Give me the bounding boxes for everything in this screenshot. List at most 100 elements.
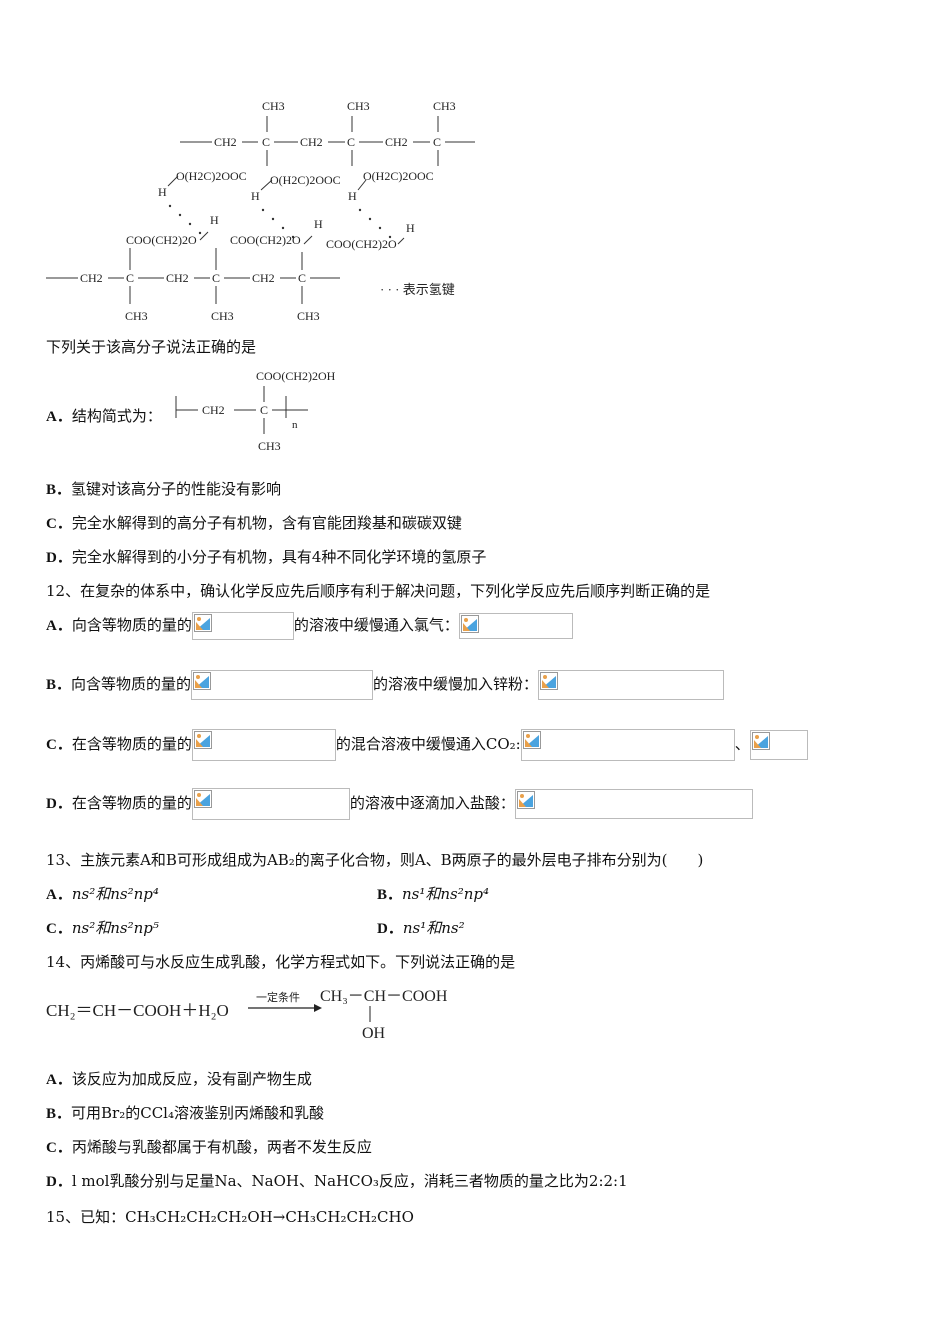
bottom-chain-ch2-3: CH2: [252, 271, 275, 285]
bottom-chain-c-1: C: [126, 271, 134, 285]
q12-stem: 12、在复杂的体系中，确认化学反应先后顺序有利于解决问题，下列化学反应先后顺序判…: [46, 582, 711, 600]
q13-stem: 13、主族元素A和B可形成组成为AB₂的离子化合物，则A、B两原子的最外层电子排…: [46, 851, 704, 869]
bottom-chain-c-2: C: [212, 271, 220, 285]
bottom-ester-1: COO(CH2)2O: [126, 233, 197, 247]
top-chain-ch2-3: CH2: [385, 135, 408, 149]
bottom-ester-2: COO(CH2)2O: [230, 233, 301, 247]
bottom-chain-c-3: C: [298, 271, 306, 285]
h-atom-2: H: [251, 189, 260, 203]
q11-option-b-text: 氢键对该高分子的性能没有影响: [71, 480, 282, 498]
broken-image-icon: [191, 612, 294, 640]
q11-option-d-label: D．: [46, 550, 72, 566]
q13-option-d: D．ns¹和ns²: [377, 917, 465, 938]
broken-image-icon: [191, 788, 350, 820]
top-chain-c-2: C: [347, 135, 355, 149]
top-ester-1: O(H2C)2OOC: [176, 169, 247, 183]
q11-repeat-unit-formula: COO(CH2)2OH CH2 C n CH3: [175, 369, 336, 453]
broken-image-icon: [191, 670, 374, 700]
q11-option-d: D．完全水解得到的小分子有机物，具有4种不同化学环境的氢原子: [46, 546, 486, 567]
q12-option-c-label: C．: [46, 737, 72, 753]
q14-option-d-text: l mol乳酸分别与足量Na、NaOH、NaHCO₃反应，消耗三者物质的量之比为…: [71, 1172, 628, 1190]
top-ester-3: O(H2C)2OOC: [363, 169, 434, 183]
top-chain-c-3: C: [433, 135, 441, 149]
q13-option-d-label: D．: [377, 921, 403, 937]
equation-condition: 一定条件: [256, 990, 300, 1004]
q12-option-b-label: B．: [46, 677, 72, 693]
q11-option-a-text: 结构简式为：: [71, 407, 162, 425]
top-ester-2: O(H2C)2OOC: [270, 173, 341, 187]
q13-option-c-label: C．: [46, 921, 72, 937]
q14-option-c-text: 丙烯酸与乳酸都属于有机酸，两者不发生反应: [71, 1138, 372, 1156]
q12-option-d-mid: 的溶液中逐滴加入盐酸：: [349, 794, 515, 812]
bottom-ch3-3: CH3: [297, 309, 320, 323]
q12-option-c-pre: 在含等物质的量的: [71, 735, 192, 753]
q14-option-a-label: A．: [46, 1072, 72, 1088]
q14-option-c: C．丙烯酸与乳酸都属于有机酸，两者不发生反应: [46, 1136, 372, 1157]
q13-option-c-text: ns²和ns²np⁵: [71, 919, 159, 937]
q11-option-a: A．结构简式为：: [46, 405, 162, 426]
q12-option-c: C．在含等物质的量的 的混合溶液中缓慢通入CO₂: 、: [46, 729, 808, 761]
q13-option-b: B．ns¹和ns²np⁴: [377, 883, 489, 904]
q13-option-a-label: A．: [46, 887, 72, 903]
q12-option-a-mid: 的溶液中缓慢通入氯气：: [293, 616, 459, 634]
broken-image-icon: [458, 613, 573, 639]
q13-option-b-label: B．: [377, 887, 403, 903]
top-ch3-2: CH3: [347, 99, 370, 113]
bottom-ch3-2: CH3: [211, 309, 234, 323]
q12-option-b: B．向含等物质的量的 的溶液中缓慢加入锌粉：: [46, 670, 725, 700]
q12-option-a: A．向含等物质的量的 的溶液中缓慢通入氯气：: [46, 612, 573, 640]
top-chain-ch2-1: CH2: [214, 135, 237, 149]
q11-option-c-label: C．: [46, 516, 72, 532]
polymer-hydrogen-bond-diagram: CH3 CH3 CH3 CH2 C CH2 C CH2 C O(H2C)2OOC…: [46, 99, 475, 323]
top-chain-c-1: C: [262, 135, 270, 149]
q14-option-a-text: 该反应为加成反应，没有副产物生成: [71, 1070, 312, 1088]
formula-ch2: CH2: [202, 403, 225, 417]
equation-product: CH₃－CH－COOH: [320, 988, 448, 1005]
h-atom-5: H: [314, 217, 323, 231]
top-ch3-3: CH3: [433, 99, 456, 113]
q12-option-c-mid: 的混合溶液中缓慢通入CO₂:: [335, 735, 521, 753]
bottom-ester-3: COO(CH2)2O: [326, 237, 397, 251]
q13-option-a-text: ns²和ns²np⁴: [71, 885, 159, 903]
equation-reactants: CH₂＝CH－COOH＋H₂O: [46, 1001, 229, 1020]
q12-option-d-label: D．: [46, 796, 72, 812]
q11-stem: 下列关于该高分子说法正确的是: [46, 338, 257, 356]
q12-option-c-separator: 、: [734, 735, 750, 753]
broken-image-icon: [514, 789, 753, 819]
q11-option-b-label: B．: [46, 482, 72, 498]
q12-option-a-label: A．: [46, 618, 72, 634]
q15-stem: 15、已知：CH₃CH₂CH₂CH₂OH→CH₃CH₂CH₂CHO: [46, 1208, 414, 1226]
q12-option-b-pre: 向含等物质的量的: [71, 675, 192, 693]
q13-option-a: A．ns²和ns²np⁴: [46, 883, 159, 904]
q14-stem: 14、丙烯酸可与水反应生成乳酸，化学方程式如下。下列说法正确的是: [46, 953, 516, 971]
q12-option-d-pre: 在含等物质的量的: [71, 794, 192, 812]
q14-option-b-label: B．: [46, 1106, 72, 1122]
h-atom-3: H: [348, 189, 357, 203]
q14-option-a: A．该反应为加成反应，没有副产物生成: [46, 1068, 312, 1089]
q13-option-c: C．ns²和ns²np⁵: [46, 917, 159, 938]
equation-product-oh: OH: [362, 1025, 386, 1042]
q11-option-c: C．完全水解得到的高分子有机物，含有官能团羧基和碳碳双键: [46, 512, 462, 533]
q14-option-b-text: 可用Br₂的CCl₄溶液鉴别丙烯酸和乳酸: [71, 1104, 324, 1122]
q14-reaction-equation: CH₂＝CH－COOH＋H₂O 一定条件 CH₃－CH－COOH OH: [46, 988, 448, 1042]
broken-image-icon: [520, 729, 735, 761]
h-atom-1: H: [158, 185, 167, 199]
formula-n: n: [292, 419, 298, 431]
q12-option-a-pre: 向含等物质的量的: [71, 616, 192, 634]
broken-image-icon: [538, 670, 725, 700]
h-atom-4: H: [210, 213, 219, 227]
q13-option-d-text: ns¹和ns²: [402, 919, 465, 937]
q11-option-d-text: 完全水解得到的小分子有机物，具有4种不同化学环境的氢原子: [71, 548, 487, 566]
q11-option-c-text: 完全水解得到的高分子有机物，含有官能团羧基和碳碳双键: [71, 514, 462, 532]
q14-option-c-label: C．: [46, 1140, 72, 1156]
bottom-chain-ch2-2: CH2: [166, 271, 189, 285]
formula-c: C: [260, 403, 268, 417]
top-ch3-1: CH3: [262, 99, 285, 113]
q14-option-d-label: D．: [46, 1174, 72, 1190]
h-atom-6: H: [406, 221, 415, 235]
broken-image-icon: [749, 730, 808, 760]
q12-option-d: D．在含等物质的量的 的溶液中逐滴加入盐酸：: [46, 788, 753, 820]
q12-option-b-mid: 的溶液中缓慢加入锌粉：: [373, 675, 539, 693]
top-chain-ch2-2: CH2: [300, 135, 323, 149]
q14-option-b: B．可用Br₂的CCl₄溶液鉴别丙烯酸和乳酸: [46, 1102, 324, 1123]
